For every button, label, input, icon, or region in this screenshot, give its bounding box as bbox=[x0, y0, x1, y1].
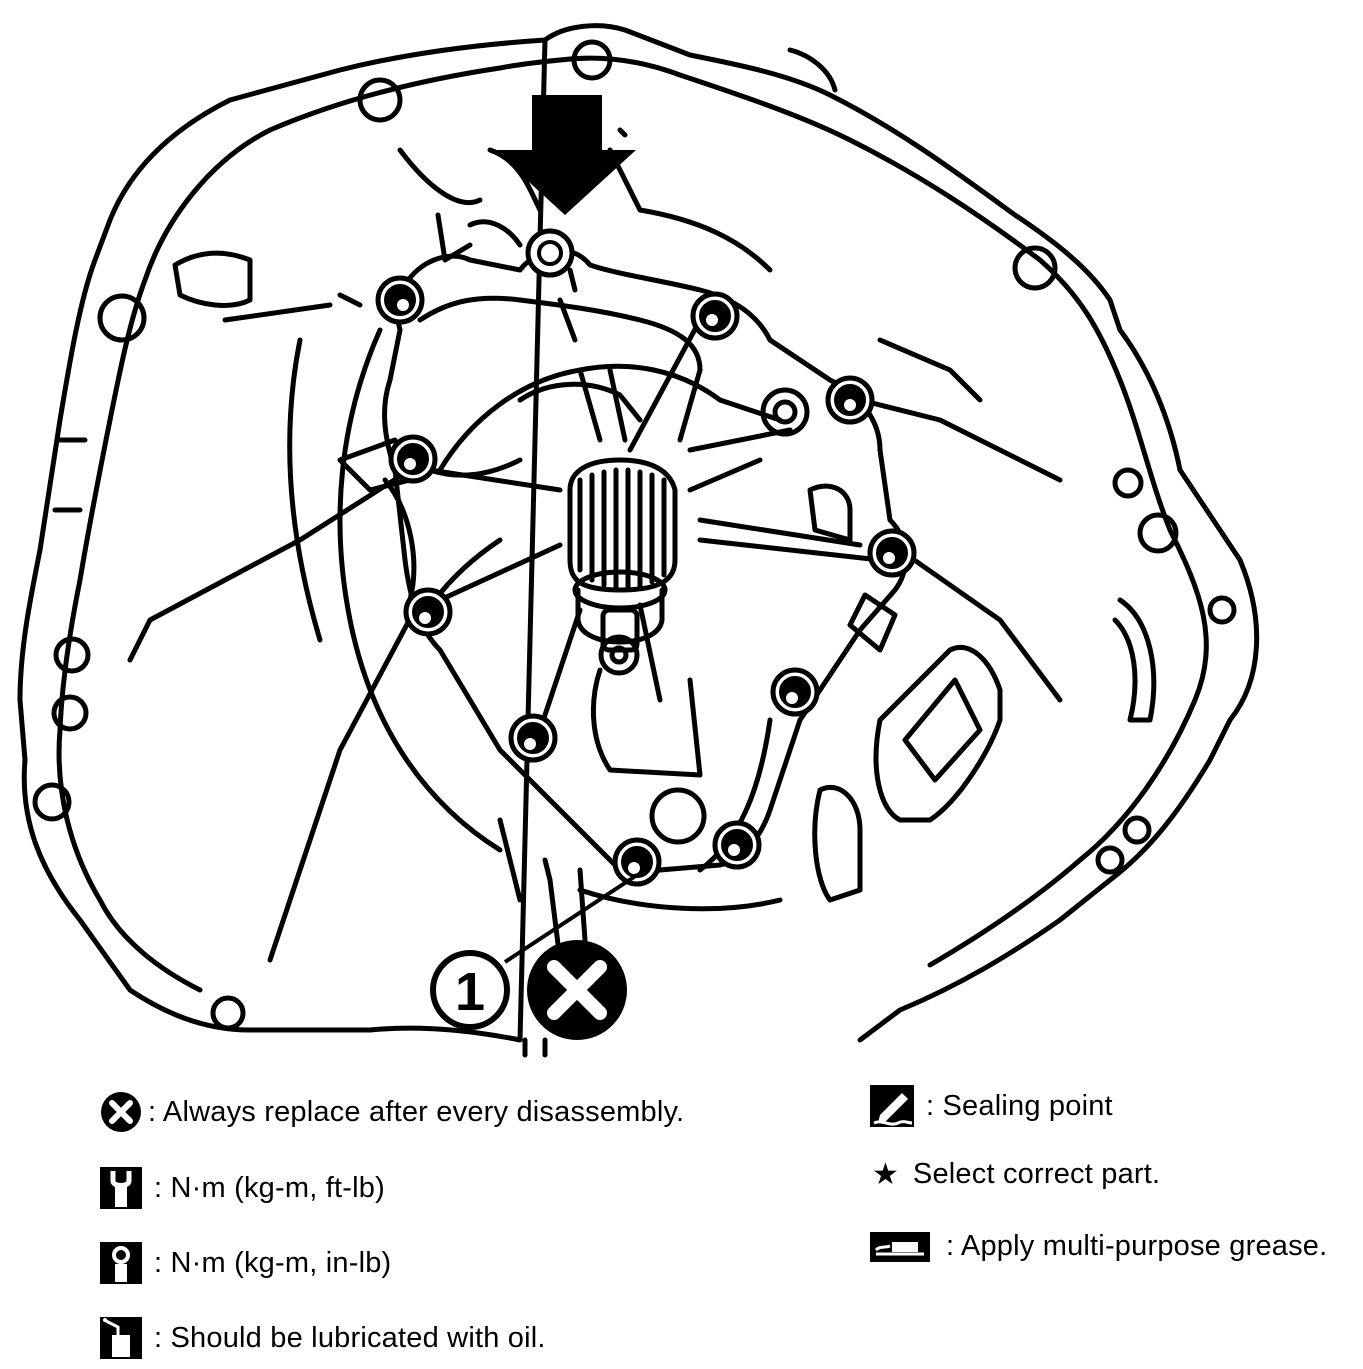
legend-item-oil: : Should be lubricated with oil. bbox=[96, 1313, 546, 1363]
installation-direction-arrow bbox=[494, 95, 636, 215]
callout-number: 1 bbox=[455, 962, 485, 1022]
callout-1: 1 bbox=[430, 950, 510, 1030]
grease-icon bbox=[870, 1232, 930, 1262]
oil-can-icon bbox=[100, 1317, 142, 1359]
bolt bbox=[525, 228, 575, 278]
star-icon: ★ bbox=[872, 1157, 899, 1192]
legend-text: : N·m (kg-m, ft-lb) bbox=[154, 1171, 385, 1204]
bolt bbox=[612, 837, 662, 887]
legend-item-torque-ftlb: : N·m (kg-m, ft-lb) bbox=[96, 1163, 385, 1213]
legend-item-replace: : Always replace after every disassembly… bbox=[96, 1090, 684, 1134]
input-shaft bbox=[567, 457, 678, 593]
bolt bbox=[388, 434, 438, 484]
legend-text: : Always replace after every disassembly… bbox=[148, 1095, 685, 1128]
sealing-point-icon bbox=[870, 1085, 914, 1127]
legend-text: : Apply multi-purpose grease. bbox=[946, 1229, 1328, 1262]
retainer-plate bbox=[382, 247, 909, 879]
housing-inner-outline bbox=[56, 55, 1209, 993]
bolt bbox=[403, 587, 453, 637]
torque-wrench-inlb-icon bbox=[100, 1242, 142, 1284]
torque-wrench-ftlb-icon bbox=[100, 1167, 142, 1209]
bolt bbox=[508, 713, 558, 763]
replace-x-icon bbox=[527, 940, 627, 1040]
bolt bbox=[867, 528, 917, 578]
bolt bbox=[712, 820, 762, 870]
bolt-group bbox=[375, 228, 917, 887]
legend-item-torque-inlb: : N·m (kg-m, in-lb) bbox=[96, 1238, 391, 1288]
legend-item-grease: : Apply multi-purpose grease. bbox=[868, 1228, 1327, 1264]
legend-text: Select correct part. bbox=[912, 1158, 1161, 1190]
bolt bbox=[770, 667, 820, 717]
legend-text: : Sealing point bbox=[926, 1089, 1113, 1122]
legend-text: : N·m (kg-m, in-lb) bbox=[154, 1246, 392, 1279]
replace-x-icon bbox=[101, 1092, 141, 1132]
bolt bbox=[825, 375, 875, 425]
bolt bbox=[690, 291, 740, 341]
bolt bbox=[375, 275, 425, 325]
legend-item-sealing: : Sealing point bbox=[868, 1083, 1113, 1129]
transmission-case-diagram: 1 bbox=[17, 23, 1260, 1058]
legend-text: : Should be lubricated with oil. bbox=[154, 1321, 546, 1354]
legend-item-select: ★ Select correct part. bbox=[872, 1157, 1160, 1192]
